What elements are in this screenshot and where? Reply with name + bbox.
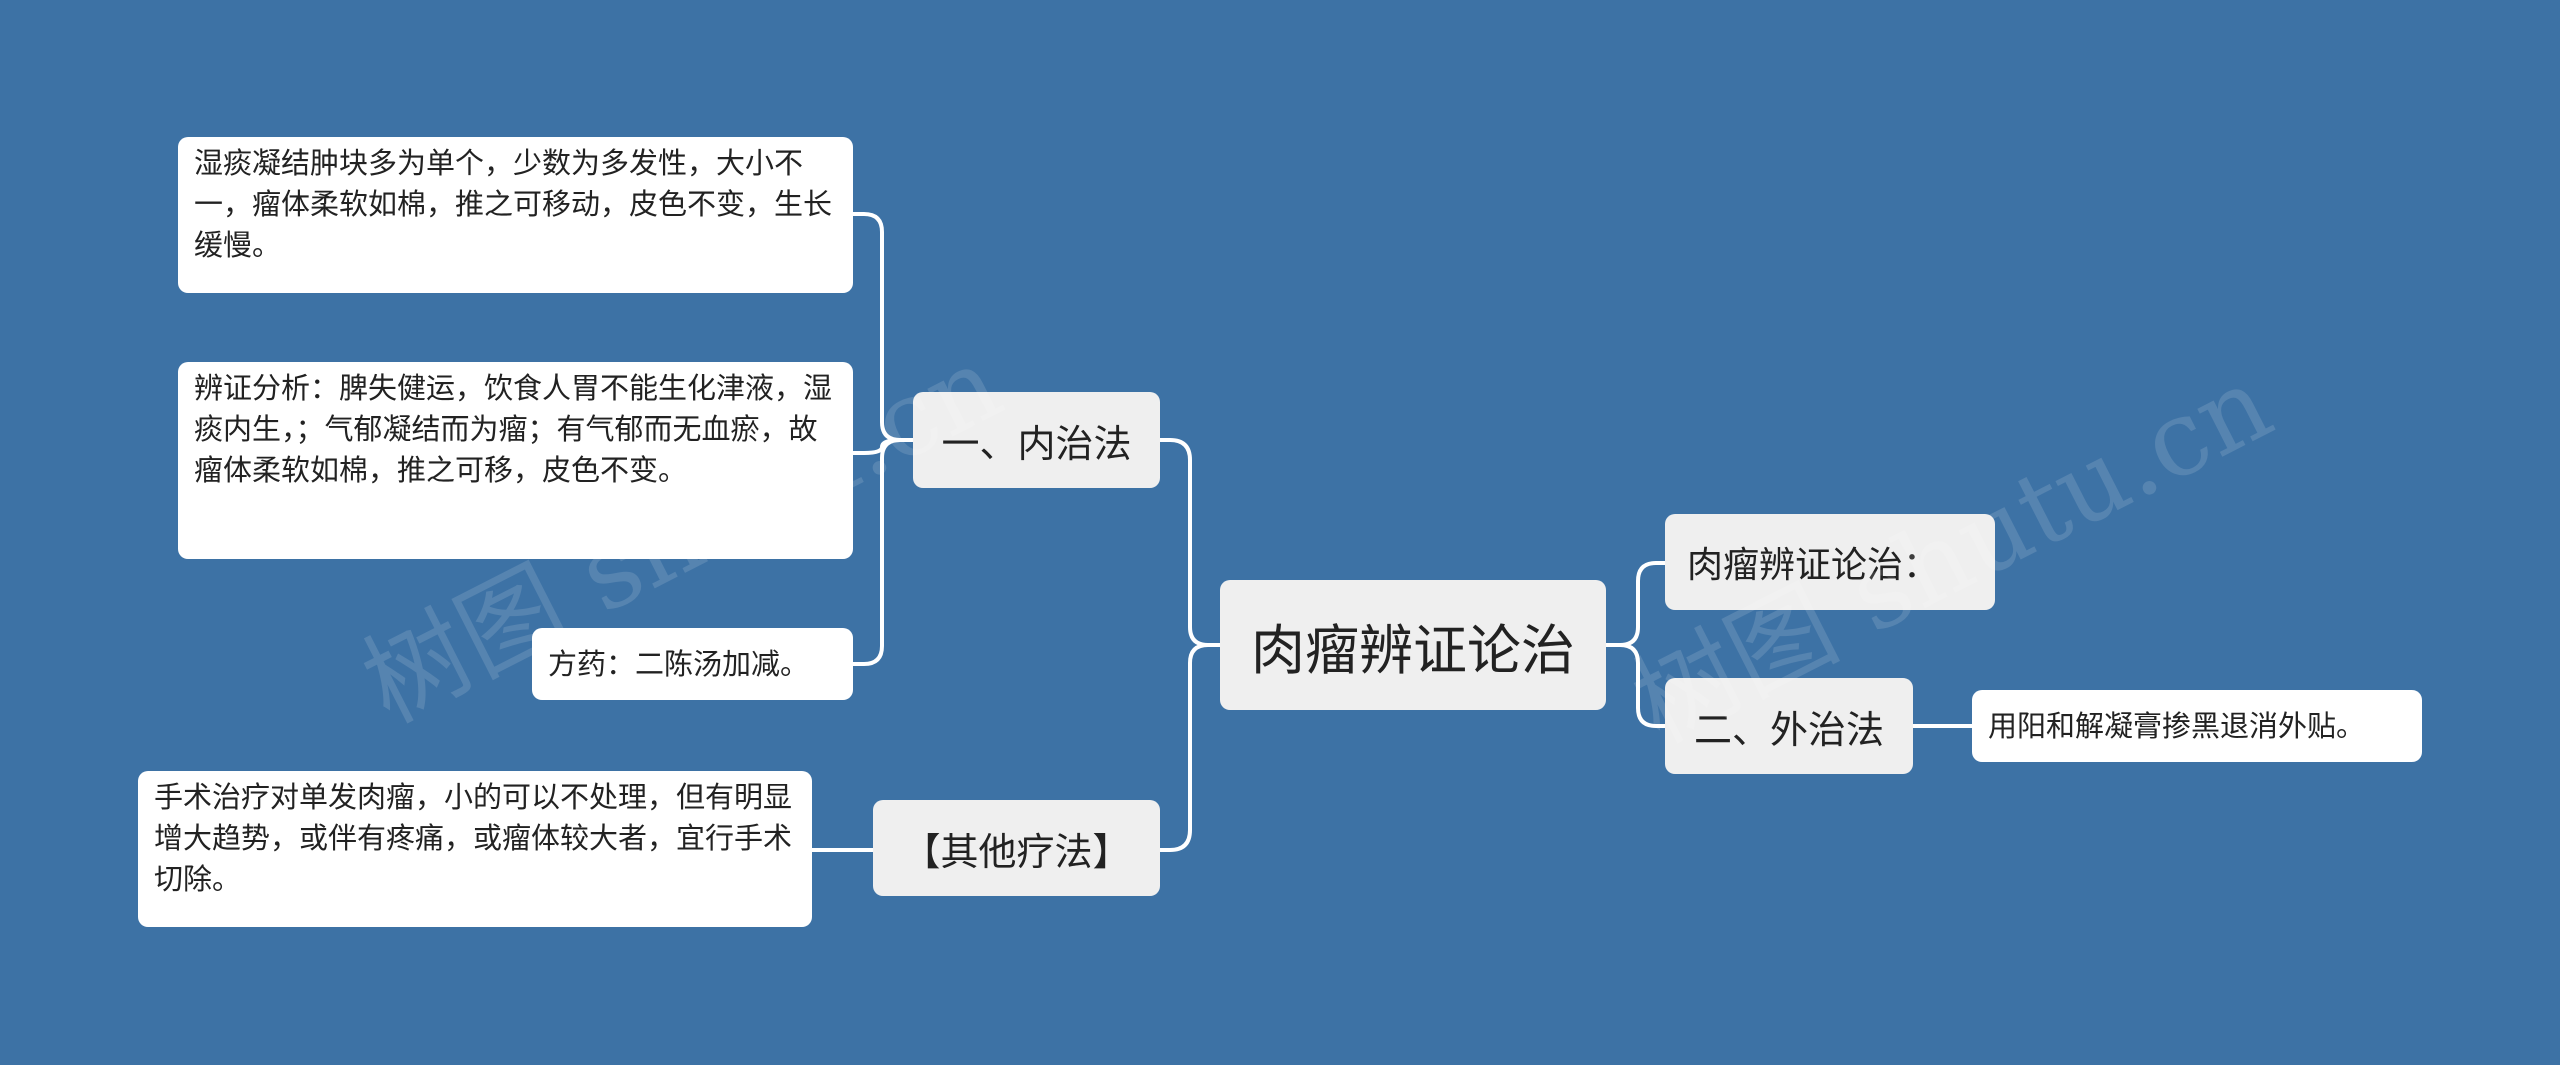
branch-external-label: 二、外治法 (1693, 707, 1884, 752)
leaf-internal-analysis[interactable]: 辨证分析：脾失健运，饮食人胃不能生化津液，湿痰内生，；气郁凝结而为瘤；有气郁而无… (178, 362, 853, 559)
connector-root-external (1618, 643, 1667, 728)
root-topic[interactable]: 肉瘤辨证论治 (1220, 580, 1606, 710)
connector-internal-leaf3 (851, 438, 902, 666)
branch-other-label: 【其他疗法】 (902, 829, 1131, 874)
leaf-internal-analysis-text: 辨证分析：脾失健运，饮食人胃不能生化津液，湿痰内生，；气郁凝结而为瘤；有气郁而无… (194, 371, 833, 487)
leaf-other-surgery[interactable]: 手术治疗对单发肉瘤，小的可以不处理，但有明显增大趋势，或伴有疼痛，或瘤体较大者，… (138, 771, 812, 927)
branch-intro-label: 肉瘤辨证论治： (1687, 545, 1940, 586)
leaf-other-surgery-text: 手术治疗对单发肉瘤，小的可以不处理，但有明显增大趋势，或伴有疼痛，或瘤体较大者，… (154, 780, 793, 896)
leaf-external-plaster-text: 用阳和解凝膏掺黑退消外贴。 (1988, 708, 2366, 743)
branch-other-therapies[interactable]: 【其他疗法】 (873, 800, 1160, 896)
branch-internal-label: 一、内治法 (941, 421, 1132, 466)
leaf-external-plaster[interactable]: 用阳和解凝膏掺黑退消外贴。 (1972, 690, 2422, 762)
root-topic-label: 肉瘤辨证论治 (1251, 618, 1575, 682)
branch-external-treatment[interactable]: 二、外治法 (1665, 678, 1913, 774)
connector-root-internal (1158, 438, 1222, 647)
leaf-internal-symptoms[interactable]: 湿痰凝结肿块多为单个，少数为多发性，大小不一，瘤体柔软如棉，推之可移动，皮色不变… (178, 137, 853, 293)
leaf-internal-prescription[interactable]: 方药：二陈汤加减。 (532, 628, 853, 700)
branch-intro[interactable]: 肉瘤辨证论治： (1665, 514, 1995, 610)
leaf-internal-symptoms-text: 湿痰凝结肿块多为单个，少数为多发性，大小不一，瘤体柔软如棉，推之可移动，皮色不变… (194, 146, 833, 262)
connector-root-other (1158, 643, 1210, 852)
branch-internal-treatment[interactable]: 一、内治法 (913, 392, 1160, 488)
leaf-internal-prescription-text: 方药：二陈汤加减。 (548, 646, 810, 681)
